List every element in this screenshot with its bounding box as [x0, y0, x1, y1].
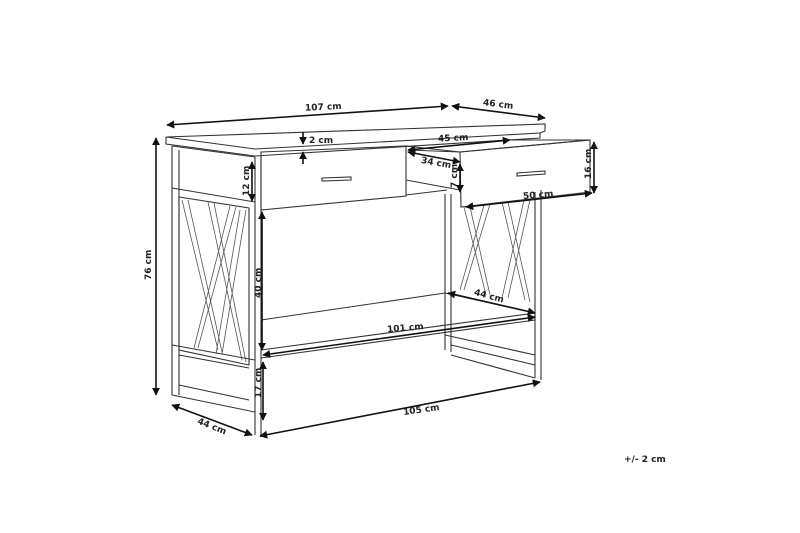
label-drawer-front-width: 50 cm — [523, 189, 554, 202]
label-drawer-inner-depth: 34 cm — [420, 156, 452, 171]
label-top-width: 107 cm — [305, 102, 342, 114]
label-total-height: 76 cm — [144, 250, 154, 280]
table-outline — [165, 123, 591, 437]
label-base-width: 105 cm — [403, 403, 441, 418]
label-top-thickness: 2 cm — [309, 136, 333, 146]
label-drawer-inner-height: 7 cm — [450, 164, 460, 188]
label-shelf-height: 17 cm — [254, 368, 264, 398]
dimension-lines — [152, 102, 598, 439]
label-drawer-inner-width: 45 cm — [438, 133, 469, 145]
label-clearance-height: 40 cm — [254, 268, 264, 298]
label-shelf-width: 101 cm — [387, 322, 424, 335]
tolerance-note: +/- 2 cm — [624, 455, 666, 465]
label-apron-height: 12 cm — [242, 166, 252, 196]
label-drawer-front-height: 16 cm — [584, 149, 594, 179]
label-top-depth: 46 cm — [482, 98, 513, 112]
